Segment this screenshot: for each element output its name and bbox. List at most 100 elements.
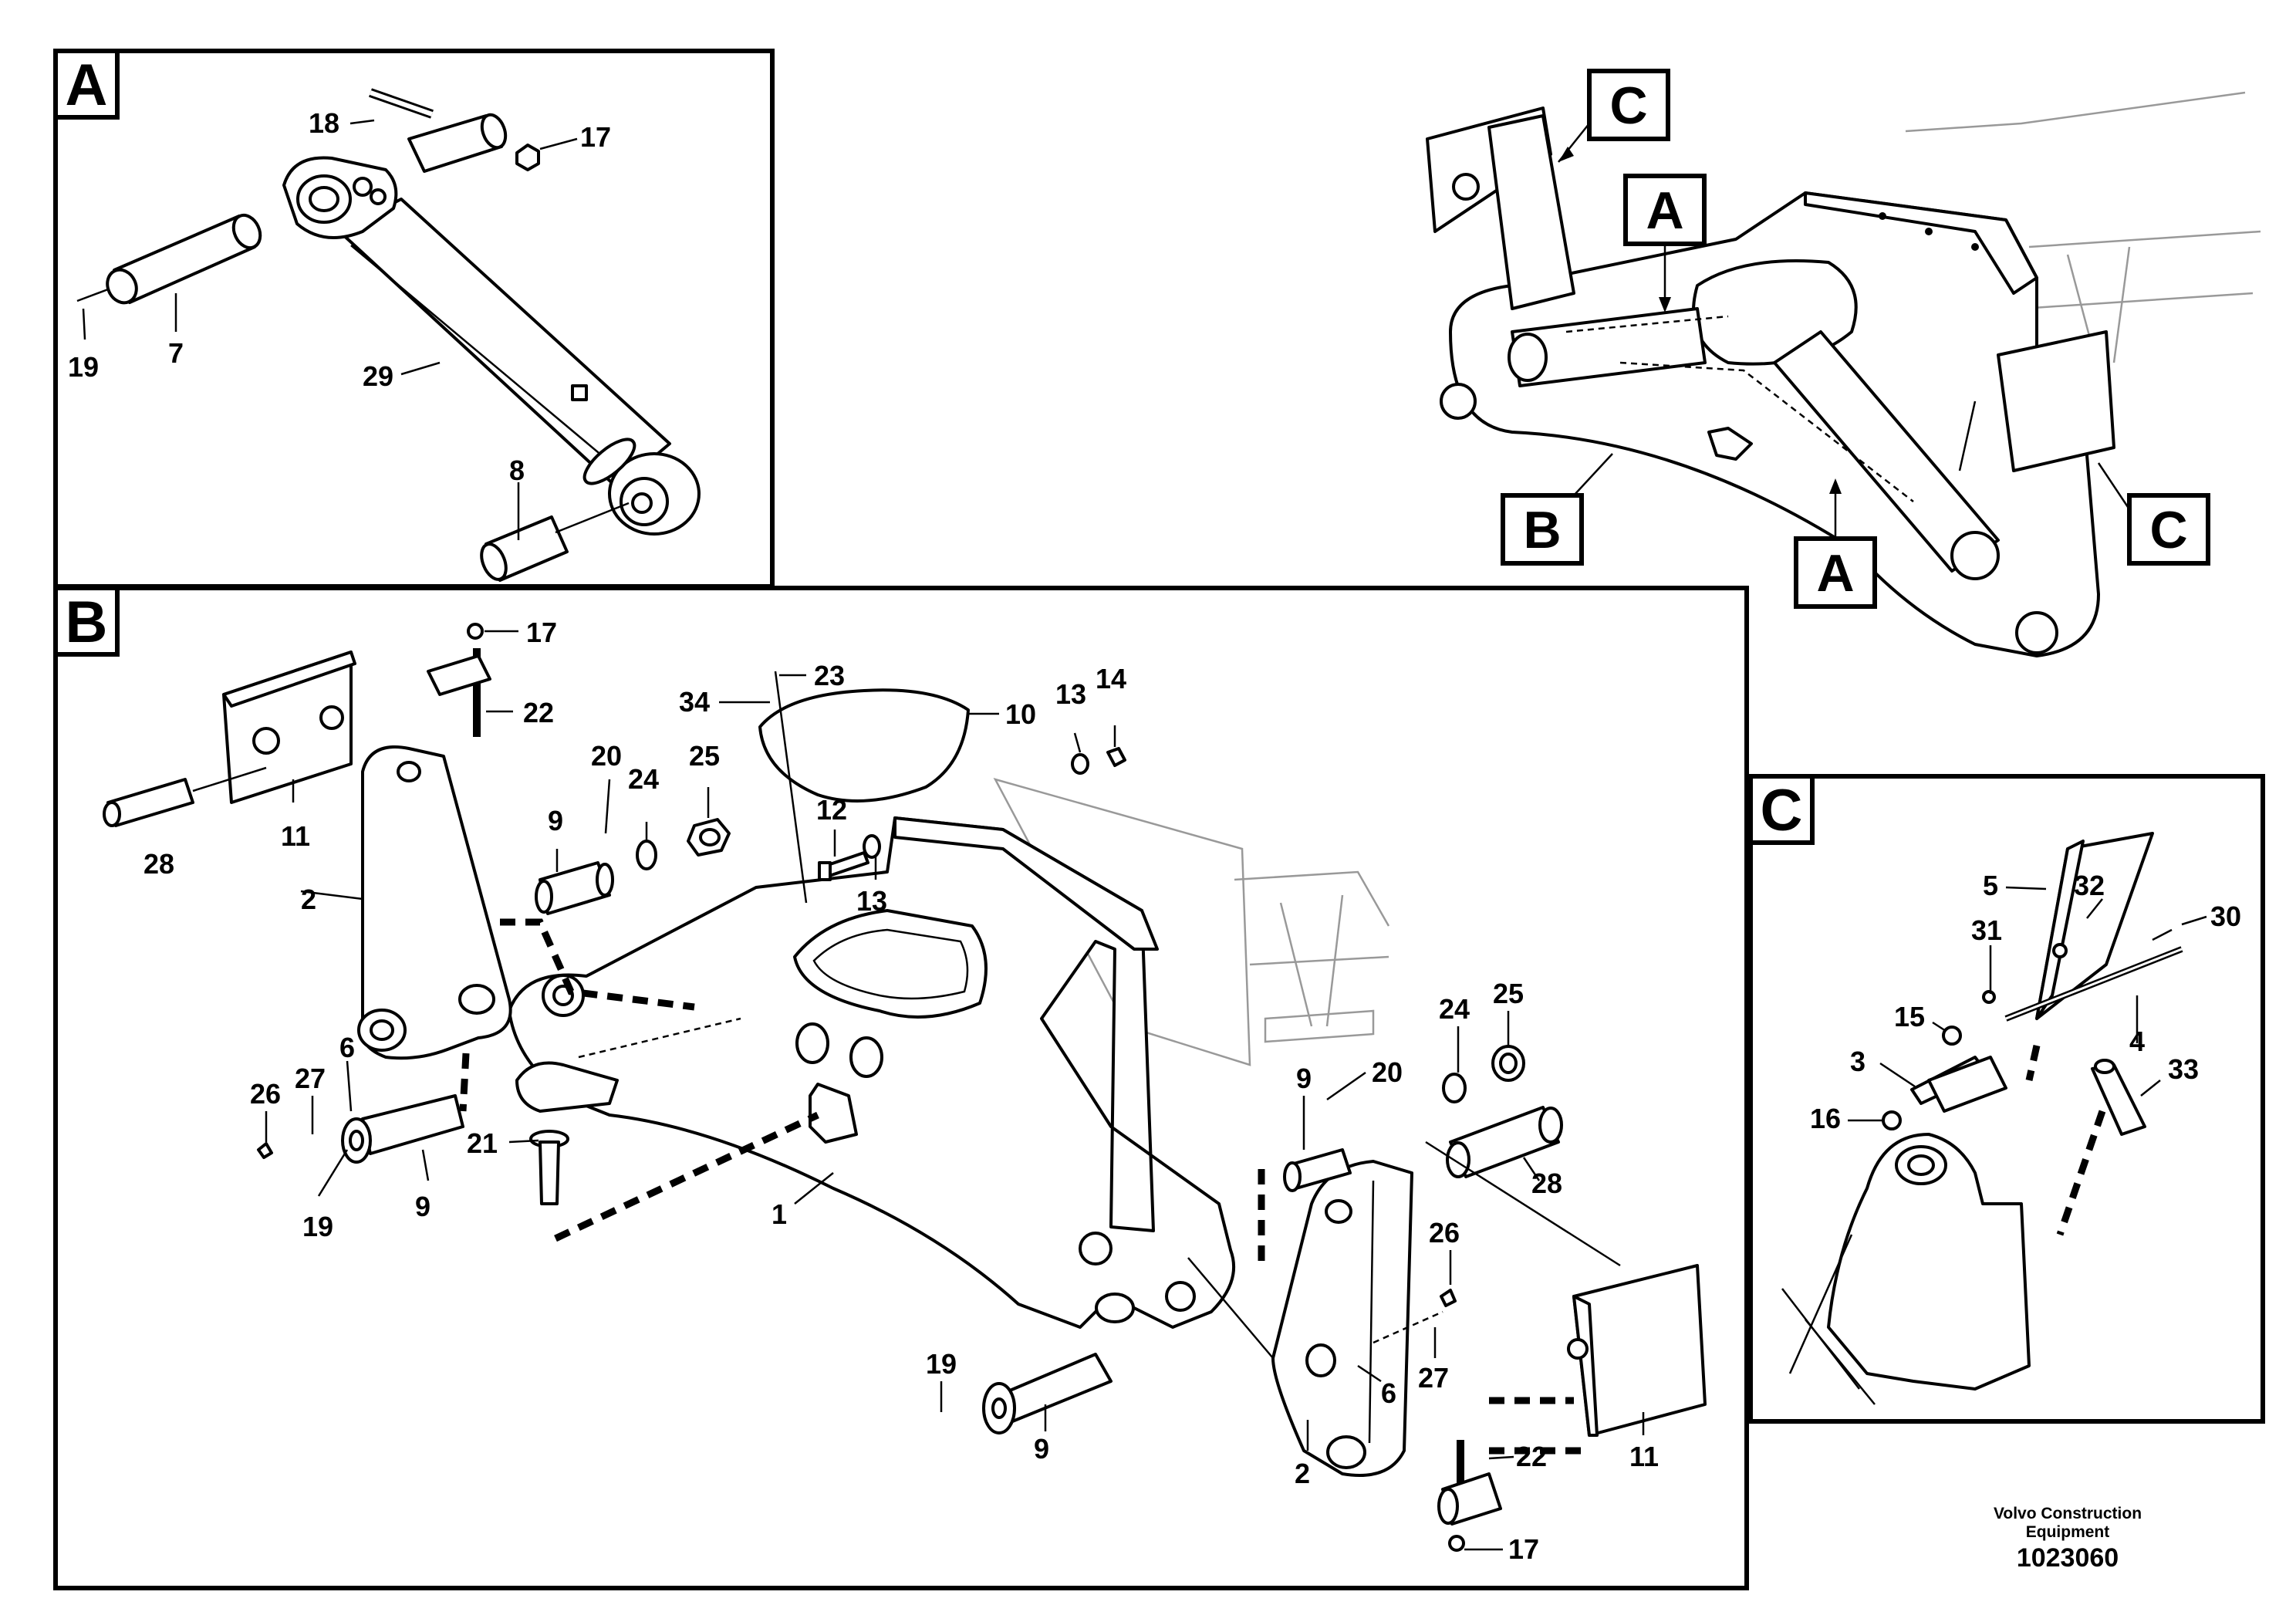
label-b-19-bottom: 19 [926,1348,957,1380]
label-c-32: 32 [2074,870,2105,901]
svg-text:A: A [1816,544,1854,603]
lift-arm-1 [508,816,1236,1329]
svg-text:C: C [1609,76,1647,135]
bushing-top [407,113,508,173]
label-a-29: 29 [363,360,393,392]
label-b-24-right: 24 [1439,993,1470,1025]
label-b-11-right: 11 [1629,1441,1659,1472]
label-b-6-right: 6 [1381,1377,1396,1409]
link-3 [1910,1056,2007,1113]
label-b-27-right: 27 [1418,1362,1449,1394]
label-b-21: 21 [467,1127,498,1159]
nut-17-bottom [1448,1535,1465,1552]
pin-21 [529,1130,569,1205]
label-a-8: 8 [509,454,525,486]
frame-b-letter: B [66,590,108,655]
label-b-9-top: 9 [548,805,563,836]
callout-a-bottom: A [1794,478,1877,609]
frame-c-letter: C [1761,778,1803,843]
pin-28-right [1446,1106,1563,1178]
label-b-2-right: 2 [1295,1458,1310,1489]
label-a-19: 19 [68,351,99,383]
label-a-18: 18 [309,107,339,139]
label-a-17: 17 [580,121,611,153]
label-c-3: 3 [1850,1046,1866,1077]
nut-25-top [687,818,731,857]
label-b-17-top: 17 [526,617,557,648]
detail-frame-b: B [53,586,1749,1590]
link-2-left [357,745,512,1060]
label-c-30: 30 [2210,901,2241,932]
nut-15 [1942,1026,1962,1046]
bolt-26-left [257,1142,273,1159]
label-c-5: 5 [1983,870,1998,901]
pin-8 [480,502,630,582]
detail-frame-a: A [53,49,775,589]
pin-9-right [1283,1148,1352,1192]
bolt-26-right [1440,1289,1457,1307]
svg-text:B: B [1523,501,1561,559]
pin-9-bottom [982,1353,1113,1434]
pin-9-lower-left [341,1094,464,1164]
label-b-1: 1 [772,1198,787,1230]
label-b-11-left: 11 [281,820,310,852]
label-b-34: 34 [679,686,710,718]
label-b-25-top: 25 [689,740,720,772]
label-b-26-right: 26 [1429,1217,1460,1249]
label-b-20-top: 20 [591,740,622,772]
label-b-13-mid: 13 [856,885,887,917]
lower-link [1827,1133,2031,1391]
bushing-33 [2091,1059,2146,1136]
drawing-number: 1023060 [2016,1543,2119,1573]
frame-a-letter: A [66,52,108,118]
nut-16 [1882,1110,1902,1130]
bolt-18 [369,88,434,119]
label-b-12: 12 [816,794,847,826]
label-b-2-left: 2 [301,884,316,915]
pin-9-top [535,861,614,915]
label-b-14: 14 [1096,663,1126,694]
label-c-15: 15 [1894,1001,1925,1032]
label-b-26-left: 26 [250,1078,281,1110]
label-b-24-top: 24 [628,763,659,795]
label-a-7: 7 [168,337,184,369]
washer-24-top [636,840,657,870]
label-b-10: 10 [1005,698,1036,730]
bolt-12 [818,851,869,881]
nut-31 [1982,990,1996,1004]
label-b-6-left: 6 [339,1032,355,1063]
nut-17-top [467,623,484,640]
label-c-33: 33 [2168,1053,2199,1085]
callout-b: B [1501,453,1613,566]
washer-24-right [1442,1073,1467,1103]
pin-28-left [103,766,267,827]
detail-frame-c: C [1748,774,2265,1424]
label-b-25-right: 25 [1493,978,1524,1009]
svg-text:C: C [2149,501,2187,559]
bolt-14 [1106,747,1126,767]
label-b-28-left: 28 [144,848,174,880]
label-b-19-left: 19 [302,1211,333,1242]
publisher-credit: Volvo Construction Equipment [1993,1505,2142,1541]
label-b-23: 23 [814,660,845,691]
label-b-17-bottom: 17 [1508,1533,1539,1565]
label-c-16: 16 [1810,1103,1841,1134]
label-b-28-right: 28 [1531,1168,1562,1199]
hydraulic-cylinder-29 [282,156,701,536]
label-c-31: 31 [1971,914,2002,946]
bracket-5 [2035,832,2154,1020]
label-c-4: 4 [2129,1026,2145,1057]
bracket-11-right [1567,1264,1707,1437]
bushing-bottom [1437,1472,1502,1526]
nut-25-right [1491,1045,1525,1082]
bushing-top-b [427,654,491,696]
cover-plate-10 [758,688,970,803]
washer-13-top [1071,753,1089,775]
link-2-right [1271,1160,1413,1477]
nut-17 [515,144,540,171]
label-b-20-right: 20 [1372,1056,1403,1088]
callout-c-right: C [2097,462,2210,566]
bracket-11-left [222,650,356,804]
label-b-9-left: 9 [415,1191,430,1222]
label-b-22-top: 22 [523,697,554,728]
